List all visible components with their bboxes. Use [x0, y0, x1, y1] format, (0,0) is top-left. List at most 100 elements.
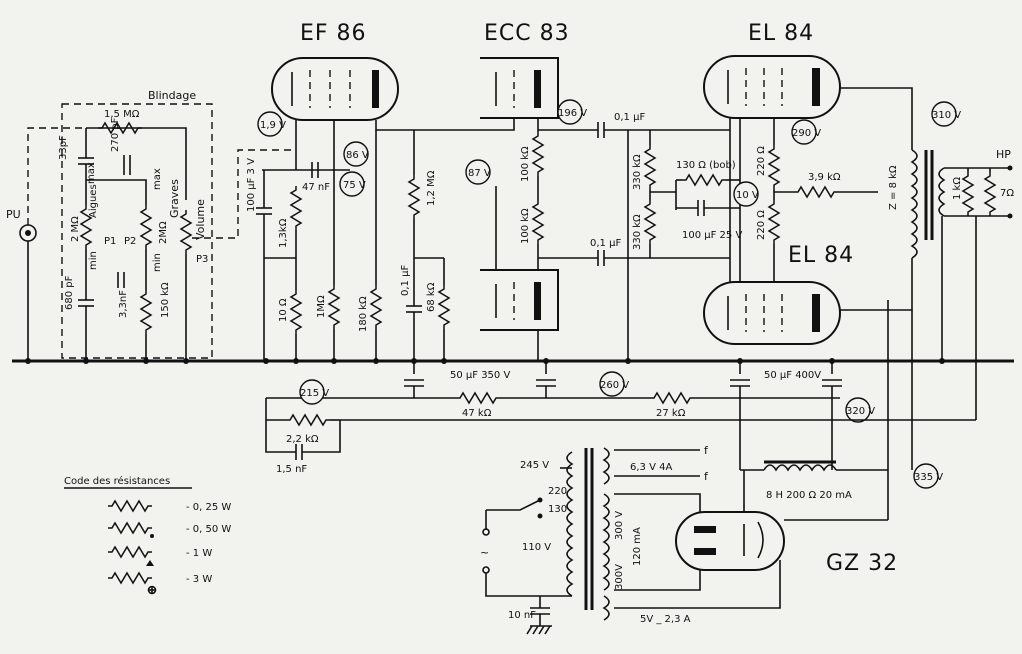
- voltage-290v: 290 V: [792, 128, 821, 139]
- heater-f-label-1: f: [704, 444, 709, 457]
- c-0-1uf-top-label: 0,1 μF: [614, 112, 645, 123]
- tube-label-ecc83: ECC 83: [484, 21, 570, 46]
- r-3-9k-label: 3,9 kΩ: [808, 172, 841, 183]
- r-220-b-label: 220 Ω: [756, 210, 767, 240]
- resistor-legend: Code des résistances - 0, 25 W - 0, 50 W…: [64, 475, 231, 595]
- secondary-120ma-label: 120 mA: [632, 527, 643, 566]
- secondary-300v-a-label: 300 V: [614, 511, 625, 540]
- volume-to-grid-wire: [192, 149, 296, 239]
- output-transformer-icon: [840, 87, 946, 311]
- voltage-310v: 310 V: [932, 110, 961, 121]
- r-7-label: 7Ω: [1000, 188, 1014, 199]
- r-1-5m-label: 1,5 MΩ: [104, 109, 140, 120]
- r-100k-a-label: 100 kΩ: [520, 146, 531, 182]
- tube-el84-bottom: [703, 281, 841, 345]
- c-270pf-label: 270 pF: [110, 117, 121, 152]
- c-0-1uf-mid-label: 0,1 μF: [590, 238, 621, 249]
- power-transformer-icon: [566, 447, 610, 621]
- voltage-1-9v: 1,9 V: [260, 120, 286, 131]
- tap-110v-label: 110 V: [522, 542, 551, 553]
- voltage-335v: 335 V: [914, 472, 943, 483]
- tube-ecc83-bottom: [480, 269, 559, 331]
- voltage-75v: 75 V: [343, 180, 366, 191]
- r-130-bob-label: 130 Ω (bob): [676, 160, 736, 171]
- voltage-260v: 260 V: [600, 380, 629, 391]
- c-10nf-label: 10 nF: [508, 610, 536, 621]
- r-330k-a-label: 330 kΩ: [632, 154, 643, 190]
- tap-245v-label: 245 V: [520, 460, 549, 471]
- input-shielded-wire: [27, 127, 86, 225]
- c-33pf-label: 33pF: [58, 135, 69, 160]
- svg-text:- 0, 50 W: - 0, 50 W: [186, 524, 231, 535]
- r-1k-label: 1 kΩ: [952, 177, 963, 200]
- tap-220-label: 220: [548, 486, 567, 497]
- voltage-320v: 320 V: [846, 406, 875, 417]
- volume-label: Volume: [194, 199, 207, 240]
- choke-label: 8 H 200 Ω 20 mA: [766, 490, 852, 501]
- c-1-5nf-label: 1,5 nF: [276, 464, 307, 475]
- hp-label: HP: [996, 148, 1011, 161]
- shield-box: [61, 103, 213, 359]
- voltage-86v: 86 V: [346, 150, 369, 161]
- pot-p3-label: P3: [196, 254, 208, 265]
- r-68k-label: 68 kΩ: [426, 282, 437, 312]
- tube-el84-top: [703, 55, 841, 119]
- r-150k-label: 150 kΩ: [160, 282, 171, 318]
- legend-row-0-50w: - 0, 50 W: [107, 522, 231, 538]
- heater-f-label-2: f: [704, 470, 709, 483]
- voltage-215v: 215 V: [300, 388, 329, 399]
- r-2-2k-label: 2,2 kΩ: [286, 434, 319, 445]
- max-label-1: max: [86, 162, 97, 184]
- min-label-2: min: [152, 253, 163, 272]
- r-10-label: 10 Ω: [278, 298, 289, 322]
- tube-gz32: [675, 511, 785, 571]
- aigues-label: Aigues: [88, 184, 99, 218]
- svg-text:- 3 W: - 3 W: [186, 574, 212, 585]
- c-680pf-label: 680 pF: [64, 275, 75, 310]
- r-220-a-label: 220 Ω: [756, 146, 767, 176]
- c-50uf-350v-label: 50 μF 350 V: [450, 370, 510, 381]
- tube-label-ef86: EF 86: [300, 21, 367, 46]
- c-0-1uf-a-label: 0,1 μF: [400, 265, 411, 296]
- r-2m-b-label: 2MΩ: [158, 221, 169, 244]
- legend-row-0-25w: - 0, 25 W: [107, 500, 231, 513]
- tube-label-gz32: GZ 32: [826, 551, 898, 576]
- r-47k-label: 47 kΩ: [462, 408, 492, 419]
- c-47nf-label: 47 nF: [302, 182, 330, 193]
- tube-label-el84-top: EL 84: [748, 21, 814, 46]
- svg-text:- 0, 25 W: - 0, 25 W: [186, 502, 231, 513]
- legend-row-1w: - 1 W: [107, 546, 212, 566]
- c-100uf-25v-label: 100 μF 25 V: [682, 230, 742, 241]
- tap-130-label: 130: [548, 504, 567, 515]
- r-1-2m-label: 1,2 MΩ: [426, 170, 437, 206]
- r-27k-label: 27 kΩ: [656, 408, 686, 419]
- heater-6-3v-label: 6,3 V 4A: [630, 462, 672, 473]
- pot-p2-label: P2: [124, 236, 136, 247]
- r-180k-label: 180 kΩ: [358, 296, 369, 332]
- mains-ac-label: ~: [480, 546, 489, 559]
- tube-label-el84-bottom: EL 84: [788, 243, 854, 268]
- c-3-3nf-label: 3,3nF: [118, 290, 129, 318]
- r-330k-b-label: 330 kΩ: [632, 214, 643, 250]
- c-100uf-3v-label: 100 μF 3 V: [246, 158, 257, 212]
- legend-row-3w: - 3 W: [107, 572, 212, 595]
- r-1-3k-label: 1,3kΩ: [278, 218, 289, 248]
- graves-label: Graves: [168, 179, 181, 218]
- c-50uf-400v-label: 50 μF 400V: [764, 370, 821, 381]
- voltage-196v: 196 V: [558, 108, 587, 119]
- pu-label: PU: [6, 208, 21, 221]
- z-8k-label: Z = 8 kΩ: [888, 165, 899, 210]
- r-2m-a-label: 2 MΩ: [70, 216, 81, 242]
- legend-title: Code des résistances: [64, 475, 170, 487]
- pot-p1-label: P1: [104, 236, 116, 247]
- min-label-1: min: [88, 251, 99, 270]
- voltage-10v: 10 V: [736, 190, 759, 201]
- filament-5v-label: 5V _ 2,3 A: [640, 614, 691, 625]
- voltage-87v: 87 V: [468, 168, 491, 179]
- r-100k-b-label: 100 kΩ: [520, 208, 531, 244]
- shield-label: Blindage: [148, 89, 196, 102]
- svg-text:- 1 W: - 1 W: [186, 548, 212, 559]
- earth-ground-icon: [526, 625, 552, 635]
